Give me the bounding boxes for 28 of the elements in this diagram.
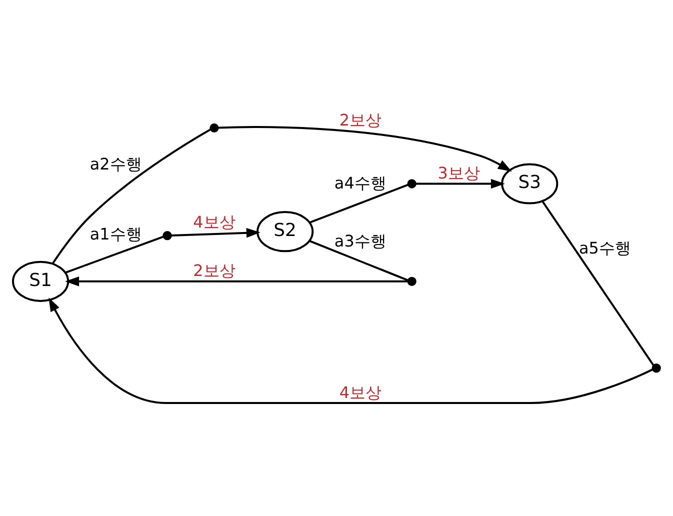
connector	[309, 184, 409, 224]
node-ellipse: S3	[501, 163, 558, 204]
edge-label: a3수행	[334, 231, 386, 250]
node-dot	[210, 123, 219, 133]
node-ellipse: S1	[12, 260, 70, 302]
edge-label: a2수행	[90, 154, 142, 174]
arrow	[416, 178, 505, 189]
node-dot	[407, 276, 416, 286]
edge-label: 4보상	[339, 382, 382, 402]
node-dot	[652, 364, 661, 373]
arrow	[171, 228, 260, 238]
edge-label: a5수행	[578, 238, 631, 258]
node-dot	[162, 230, 172, 240]
connector	[309, 240, 409, 282]
arrow	[48, 297, 654, 404]
connector	[542, 200, 654, 366]
connector	[64, 236, 164, 274]
arrow	[65, 276, 408, 286]
edge-label: 2보상	[193, 261, 236, 280]
edge-label: 4보상	[193, 212, 236, 232]
connector	[52, 128, 212, 264]
edge-label: a1수행	[90, 224, 142, 244]
edge-label: a4수행	[334, 174, 386, 193]
edge-label: 2보상	[339, 110, 382, 130]
node-dot	[407, 179, 416, 188]
arrow	[218, 126, 512, 172]
node-ellipse: S2	[256, 211, 314, 252]
edge-label: 3보상	[438, 164, 480, 183]
